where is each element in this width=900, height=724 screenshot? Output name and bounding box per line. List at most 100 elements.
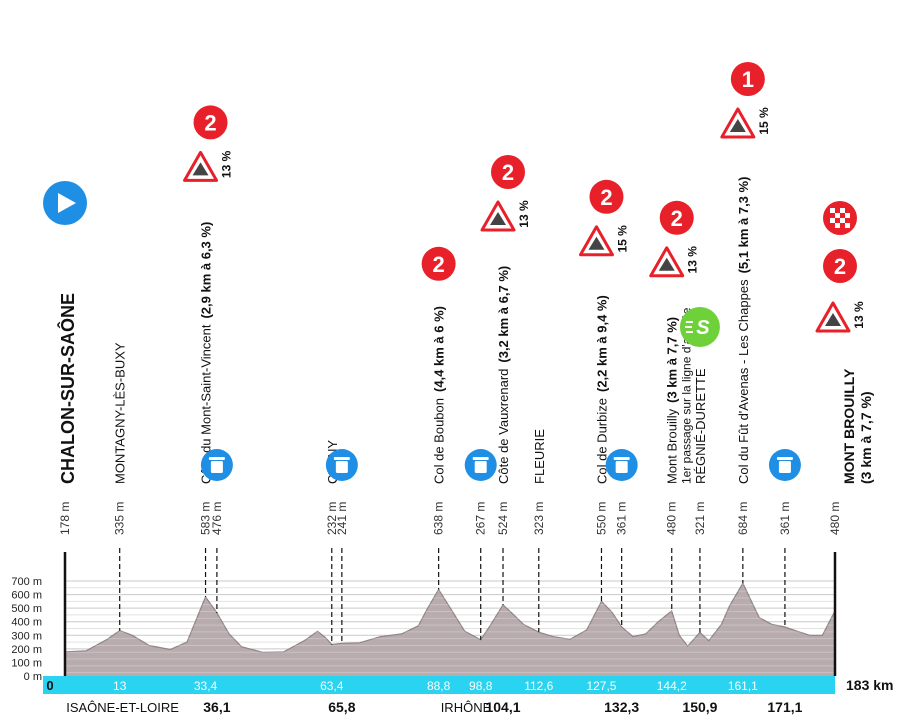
bin-lid-icon	[613, 457, 630, 460]
max-grade-sign: 13 %	[183, 150, 234, 182]
slope-icon	[588, 236, 605, 250]
max-grade-label: 15 %	[757, 107, 771, 135]
y-tick-label: 200 m	[11, 644, 42, 656]
finish-climb-detail: (3 km à 7,7 %)	[858, 391, 874, 484]
altitude-label: 232 m	[325, 502, 339, 535]
gradient-bar	[43, 676, 835, 694]
kom-category-number: 2	[600, 185, 612, 210]
climb-detail: (5,1 km à 7,3 %)	[736, 177, 751, 274]
kom-marker: 1	[730, 62, 765, 96]
checker-square	[840, 218, 845, 223]
bottom-km-label: 150,9	[682, 699, 717, 715]
checker-square	[830, 223, 835, 228]
town-label: FLEURIE	[532, 429, 547, 484]
checker-square	[840, 213, 845, 218]
bin-lid-icon	[472, 457, 489, 460]
bar-km-label: 127,5	[586, 679, 616, 693]
max-grade-sign: 15 %	[720, 107, 771, 139]
checker-square	[840, 208, 845, 213]
bar-km-label: 63,4	[320, 679, 344, 693]
altitude-label: 178 m	[58, 502, 72, 535]
waste-zone-icon	[605, 449, 638, 481]
altitude-label: 524 m	[496, 502, 510, 535]
checker-square	[835, 218, 840, 223]
altitude-label: 335 m	[113, 502, 127, 535]
checker-square	[830, 213, 835, 218]
altitude-label: 480 m	[665, 502, 679, 535]
max-grade-label: 15 %	[615, 225, 629, 253]
profile-line	[64, 581, 836, 653]
bin-body-icon	[615, 461, 628, 473]
bar-km-label: 13	[113, 679, 127, 693]
y-tick-label: 300 m	[11, 630, 42, 642]
climb-label: Côte de Vauxrenard(3,2 km à 6,7 %)	[496, 266, 511, 484]
bar-km-label: 144,2	[657, 679, 687, 693]
bin-body-icon	[335, 461, 348, 473]
kom-category-number: 2	[433, 252, 445, 277]
bar-km-label: 88,8	[427, 679, 451, 693]
sprint-letter: S	[696, 317, 710, 339]
waste-zone-icon	[464, 449, 497, 481]
bin-body-icon	[474, 461, 487, 473]
y-tick-label: 500 m	[11, 603, 42, 615]
bin-body-icon	[210, 461, 223, 473]
climb-name: Col de Durbize	[594, 398, 609, 484]
altitude-label: 638 m	[432, 502, 446, 535]
altitude-label: 550 m	[594, 502, 608, 535]
waste-zone-icon	[768, 449, 801, 481]
x-tick-start: 0	[46, 678, 53, 693]
climb-label: Col de Durbize(2,2 km à 9,4 %)	[594, 295, 609, 484]
bar-km-label: 161,1	[728, 679, 758, 693]
slope-icon	[192, 162, 209, 176]
kom-category-badge	[421, 246, 456, 281]
climb-name: Côte de Vauxrenard	[496, 369, 511, 484]
checker-square	[830, 208, 835, 213]
kom-category-number: 2	[204, 110, 216, 135]
bar-km-label: 98,8	[469, 679, 493, 693]
kom-category-badge	[589, 179, 624, 214]
kom-marker: 2	[421, 246, 456, 281]
altitude-label: 476 m	[210, 502, 224, 535]
town-label: MONTAGNY-LÈS-BUXY	[113, 342, 128, 484]
climb-name: Col du Fût d'Avenas - Les Chappes	[736, 279, 751, 484]
finish-kom-marker: 2	[823, 249, 857, 283]
altitude-label: 321 m	[693, 502, 707, 535]
kom-category-badge	[823, 249, 857, 283]
climb-detail: (4,4 km à 6 %)	[432, 306, 447, 392]
slope-icon	[729, 119, 746, 132]
bar-km-label: 33,4	[194, 679, 218, 693]
climb-detail: (2,9 km à 6,3 %)	[199, 222, 214, 319]
kom-category-badge	[491, 155, 526, 189]
slope-icon	[825, 313, 841, 326]
climb-name: Col de Boubon	[432, 398, 447, 484]
kom-category-number: 1	[742, 67, 754, 92]
max-grade-sign: 13 %	[815, 301, 866, 333]
sprint-badge	[679, 307, 720, 347]
climb-label: Côte du Mont-Saint-Vincent(2,9 km à 6,3 …	[199, 222, 214, 484]
checker-square	[845, 223, 850, 228]
bottom-km-label: 171,1	[767, 699, 802, 715]
start-icon	[43, 181, 87, 225]
x-tick-end: 183 km	[846, 677, 893, 693]
checker-square	[845, 218, 850, 223]
altitude-label: 267 m	[474, 502, 488, 535]
finish-town-label: MONT BROUILLY	[841, 368, 857, 484]
bottom-km-label: 132,3	[604, 699, 639, 715]
max-grade-sign: 13 %	[649, 246, 700, 278]
altitude-label: 361 m	[778, 502, 792, 535]
climb-label: Col de Boubon (4,4 km à 6 %)	[432, 306, 447, 484]
max-grade-sign: 13 %	[480, 200, 531, 232]
checker-square	[845, 208, 850, 213]
profile-area-group	[63, 552, 837, 676]
altitude-label: 241 m	[335, 502, 349, 535]
kom-category-badge	[193, 105, 228, 140]
sprint-town-label: RÉGNIÉ-DURETTE	[693, 368, 708, 484]
slope-icon	[658, 257, 675, 271]
altitude-label: 361 m	[615, 502, 629, 535]
altitude-label: 480 m	[828, 502, 842, 535]
region-label: ISAÔNE-ET-LOIRE	[66, 700, 179, 715]
